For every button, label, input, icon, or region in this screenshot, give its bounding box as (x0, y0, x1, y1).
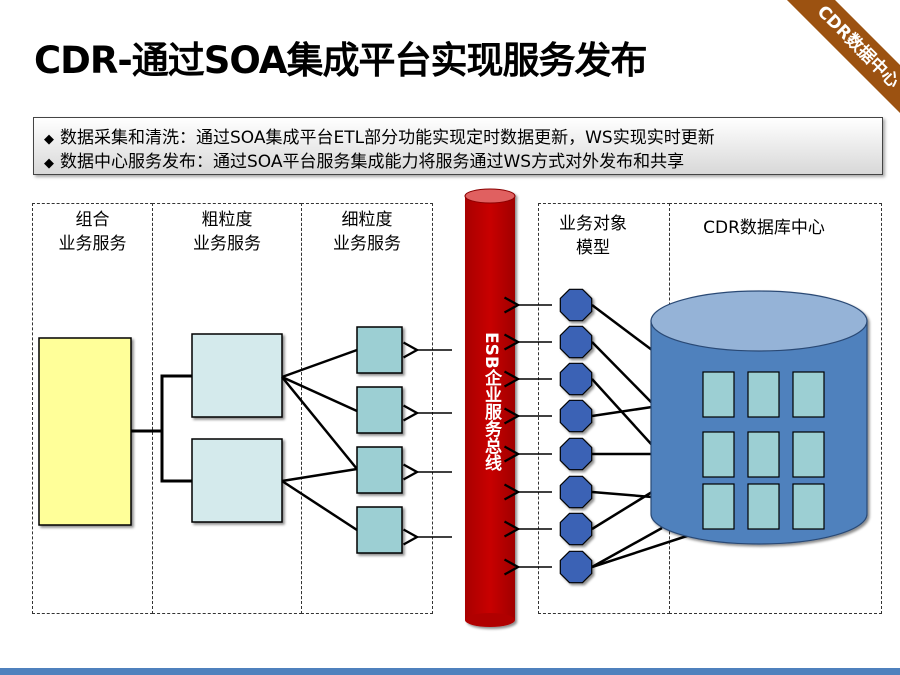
coarse-service-box (191, 333, 283, 418)
db-table-icon (792, 371, 825, 418)
composite-service-box (38, 337, 132, 526)
esb-label: ESB企业服务总线 (481, 332, 501, 471)
bullet-item: ◆ 数据采集和清洗：通过SOA集成平台ETL部分功能实现定时数据更新，WS实现实时… (44, 123, 715, 148)
business-object-node (559, 399, 593, 433)
business-object-node (559, 325, 593, 359)
diamond-bullet-icon: ◆ (44, 132, 54, 147)
fine-label: 细粒度 业务服务 (301, 208, 433, 256)
page-title: CDR-通过SOA集成平台实现服务发布 (34, 39, 647, 82)
db-table-icon (792, 483, 825, 530)
fine-service-box (356, 446, 403, 494)
summary-box: ◆ 数据采集和清洗：通过SOA集成平台ETL部分功能实现定时数据更新，WS实现实时… (33, 117, 883, 175)
coarse-label: 粗粒度 业务服务 (152, 208, 302, 256)
label-line: 业务服务 (333, 234, 401, 254)
business-object-node (559, 288, 593, 322)
db-table-icon (792, 431, 825, 478)
label-line: 模型 (576, 238, 610, 258)
esb-to-fine-arrows (417, 350, 452, 537)
object-db-connectors (591, 304, 691, 569)
db-table-icon (747, 483, 780, 530)
db-table-icon (702, 371, 735, 418)
bullet-text: 数据采集和清洗：通过SOA集成平台ETL部分功能实现定时数据更新，WS实现实时更… (60, 128, 715, 148)
db-tables (702, 371, 825, 530)
business-object-node (559, 437, 593, 471)
db-table-icon (747, 431, 780, 478)
business-object-node (559, 475, 593, 509)
db-table-icon (747, 371, 780, 418)
diamond-bullet-icon: ◆ (44, 156, 54, 171)
label-line: CDR数据库中心 (703, 218, 825, 238)
business-object-nodes (559, 288, 593, 584)
label-line: 组合 (75, 210, 110, 230)
label-line: 细粒度 (341, 210, 393, 230)
db-table-icon (702, 431, 735, 478)
bullet-text: 数据中心服务发布：通过SOA平台服务集成能力将服务通过WS方式对外发布和共享 (60, 152, 685, 172)
label-line: 业务服务 (193, 234, 261, 254)
object-model-label: 业务对象 模型 (538, 212, 648, 260)
business-object-node (559, 512, 593, 546)
coarse-fine-connectors (281, 348, 358, 532)
composite-connectors (131, 374, 193, 483)
label-line: 业务对象 (559, 214, 627, 234)
fine-service-box (356, 506, 403, 554)
label-line: 业务服务 (58, 234, 127, 254)
db-table-icon (702, 483, 735, 530)
database-label: CDR数据库中心 (669, 216, 859, 240)
object-to-esb-arrows (518, 305, 552, 567)
fine-service-box (356, 386, 403, 434)
column-fine (301, 203, 433, 614)
bullet-item: ◆ 数据中心服务发布：通过SOA平台服务集成能力将服务通过WS方式对外发布和共享 (44, 147, 684, 172)
composite-label: 组合 业务服务 (32, 208, 153, 256)
fine-service-box (356, 326, 403, 374)
coarse-service-box (191, 438, 283, 523)
footer-bar (0, 668, 900, 675)
business-object-node (559, 362, 593, 396)
label-line: 粗粒度 (201, 210, 253, 230)
business-object-node (559, 550, 593, 584)
